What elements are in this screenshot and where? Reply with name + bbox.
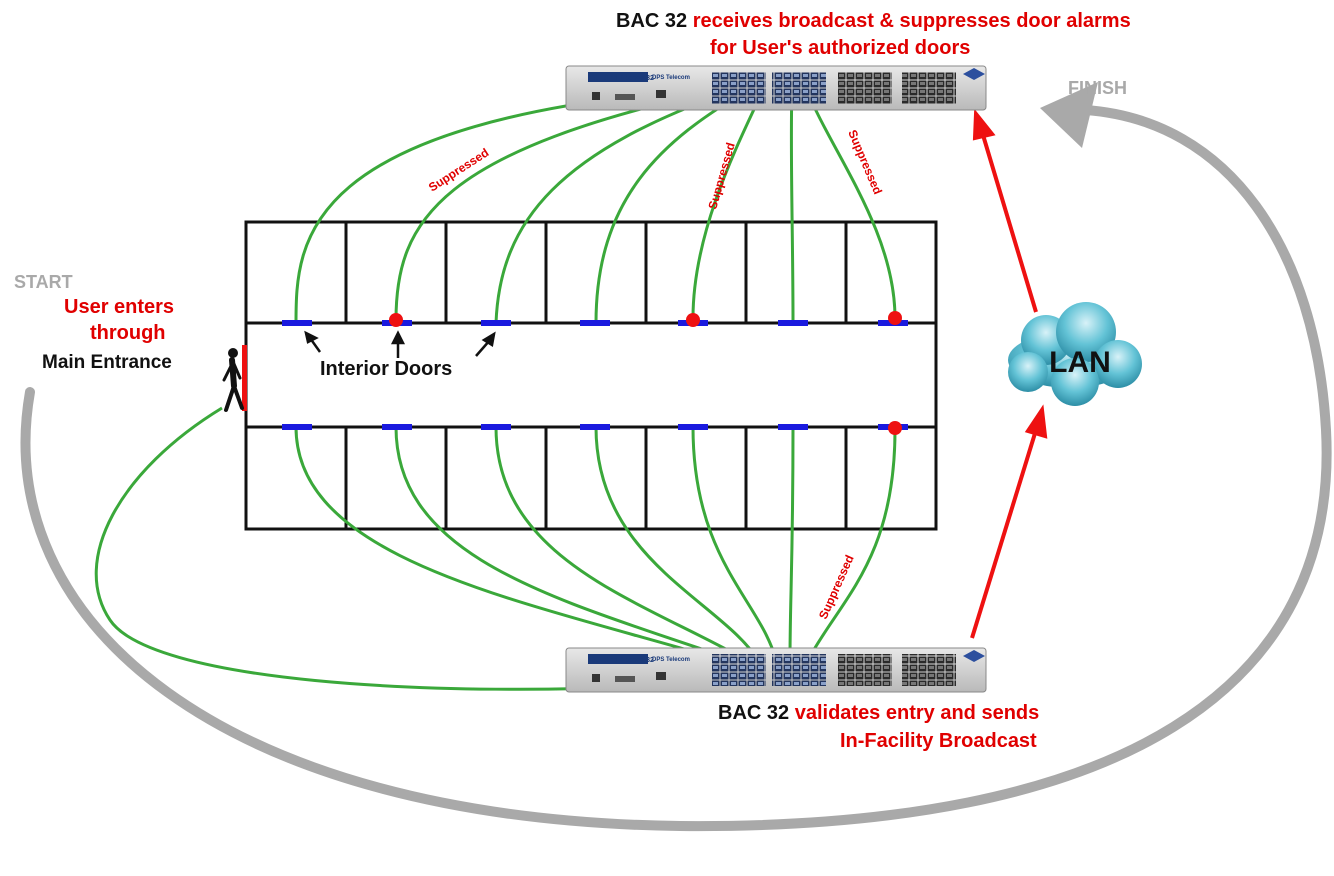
person-icon	[222, 348, 244, 412]
start-label: START	[14, 272, 73, 292]
top-device-caption: BAC 32 receives broadcast & suppresses d…	[616, 10, 1131, 33]
user-label-line2: through	[90, 322, 166, 344]
wires-to-bottom-device	[94, 406, 897, 691]
bottom-device-caption: BAC 32 validates entry and sends	[718, 702, 1039, 725]
network-arrows	[970, 108, 1048, 639]
bottom-caption-line1: validates entry and sends	[794, 702, 1040, 724]
suppressed-label: Suppressed	[816, 553, 857, 621]
flow-arrowhead	[1040, 82, 1098, 148]
suppressed-door-markers	[389, 311, 902, 435]
interior-door-pointer-arrows	[304, 330, 496, 358]
lan-label: LAN	[1049, 346, 1111, 379]
top-device-name: BAC 32	[616, 10, 688, 32]
svg-text:DPS Telecom: DPS Telecom	[652, 657, 690, 663]
svg-text:Building Access 32: Building Access 32	[590, 75, 654, 82]
flow-loop-arrow	[20, 105, 1332, 832]
bottom-caption-line2: In-Facility Broadcast	[840, 730, 1037, 752]
main-entrance-door	[242, 345, 247, 411]
suppressed-label: Suppressed	[705, 141, 737, 211]
bac32-bottom-device: Building Access 32 DPS Telecom	[565, 647, 987, 693]
bottom-device-name: BAC 32	[718, 702, 790, 724]
user-label-line1: User enters	[64, 296, 175, 318]
lan-cloud-icon	[1008, 302, 1142, 406]
finish-label: FINISH	[1068, 78, 1128, 98]
svg-text:Building Access 32: Building Access 32	[590, 657, 654, 664]
user-label-line3: Main Entrance	[42, 352, 172, 373]
top-caption-line2: for User's authorized doors	[710, 37, 971, 59]
bac32-top-device: Building Access 32 DPS Telecom	[565, 65, 987, 111]
suppressed-label: Suppressed	[845, 128, 885, 197]
svg-text:DPS Telecom: DPS Telecom	[652, 75, 690, 81]
top-caption-line1: receives broadcast & suppresses door ala…	[692, 10, 1131, 32]
interior-doors-label: Interior Doors	[320, 358, 453, 380]
wires-to-top-device	[294, 86, 897, 324]
